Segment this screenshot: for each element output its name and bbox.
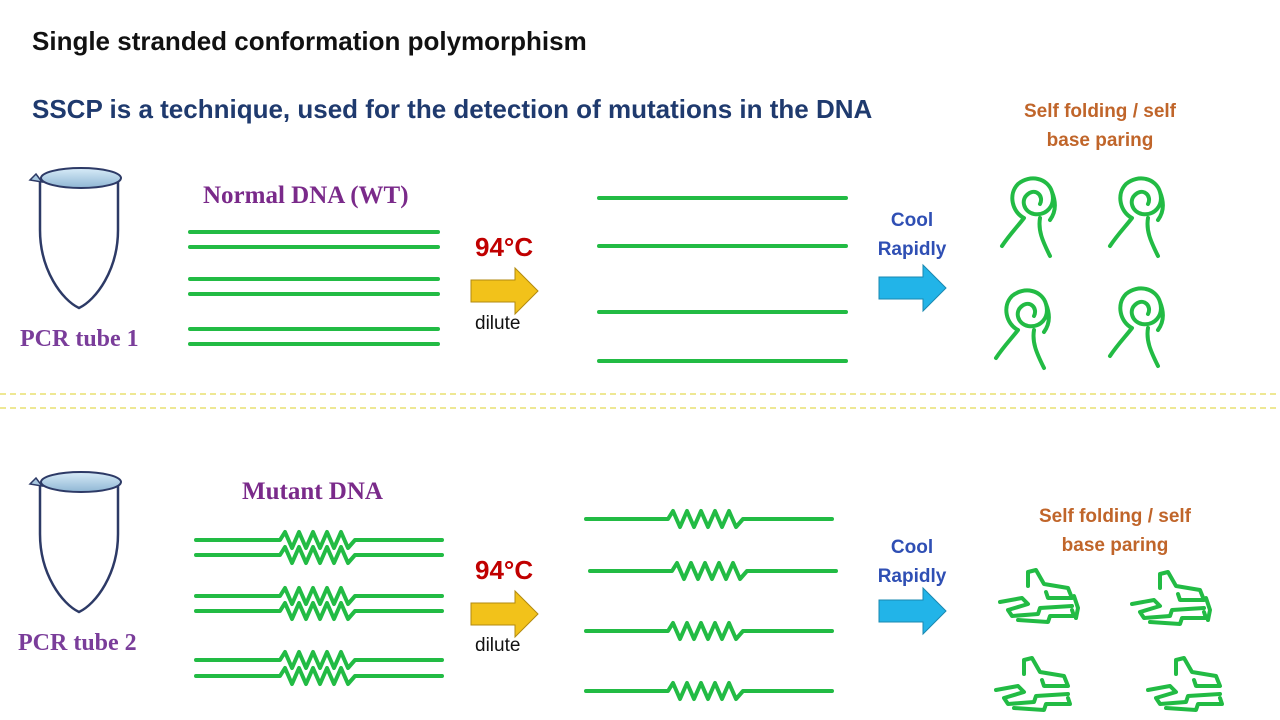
dilute-label: dilute xyxy=(475,635,521,656)
mutant-dna-label: Mutant DNA xyxy=(242,478,383,505)
wt-single-strands xyxy=(597,196,848,363)
self-folding-label: Self folding / self base paring xyxy=(1015,502,1215,560)
cool-arrow-icon xyxy=(878,586,947,636)
folded-coil xyxy=(1000,176,1057,258)
folded-structure xyxy=(994,656,1072,712)
cool-line-2: Rapidly xyxy=(877,239,947,260)
mutant-single-strands xyxy=(584,509,838,701)
pcr-tube-1-label: PCR tube 1 xyxy=(20,326,139,352)
fold-line-2: base paring xyxy=(1046,130,1154,151)
heat-arrow-icon xyxy=(470,589,539,639)
folded-coil xyxy=(994,288,1051,370)
cool-line-1: Cool xyxy=(890,210,934,231)
temperature-label: 94°C xyxy=(475,232,534,262)
folded-structure xyxy=(1146,656,1224,712)
folded-coil xyxy=(1108,176,1165,258)
cool-rapidly-label: Cool Rapidly xyxy=(862,206,962,264)
mutant-folded-structures xyxy=(994,568,1224,712)
fold-line-1: Self folding / self xyxy=(1038,506,1191,527)
folded-structure xyxy=(998,568,1080,624)
dilute-label: dilute xyxy=(475,313,521,334)
fold-line-1: Self folding / self xyxy=(1023,101,1176,122)
section-divider xyxy=(0,393,1280,409)
pcr-tube-icon xyxy=(28,471,122,614)
wt-folded-structures xyxy=(994,176,1165,370)
pcr-tube-2-label: PCR tube 2 xyxy=(18,630,137,656)
fold-line-2: base paring xyxy=(1061,535,1169,556)
cool-line-1: Cool xyxy=(890,537,934,558)
mutant-double-strand-dna xyxy=(194,530,444,686)
page-title: Single stranded conformation polymorphis… xyxy=(32,26,587,56)
folded-coil xyxy=(1108,286,1165,368)
wt-dna-label: Normal DNA (WT) xyxy=(203,182,409,209)
wt-double-strand-dna xyxy=(188,230,440,346)
temperature-label: 94°C xyxy=(475,555,534,585)
pcr-tube-icon xyxy=(28,167,122,310)
cool-arrow-icon xyxy=(878,263,947,313)
heat-arrow-icon xyxy=(470,266,539,316)
cool-line-2: Rapidly xyxy=(877,566,947,587)
page-subtitle: SSCP is a technique, used for the detect… xyxy=(32,94,873,124)
folded-structure xyxy=(1130,570,1212,626)
self-folding-label: Self folding / self base paring xyxy=(1000,97,1200,155)
cool-rapidly-label: Cool Rapidly xyxy=(862,533,962,591)
